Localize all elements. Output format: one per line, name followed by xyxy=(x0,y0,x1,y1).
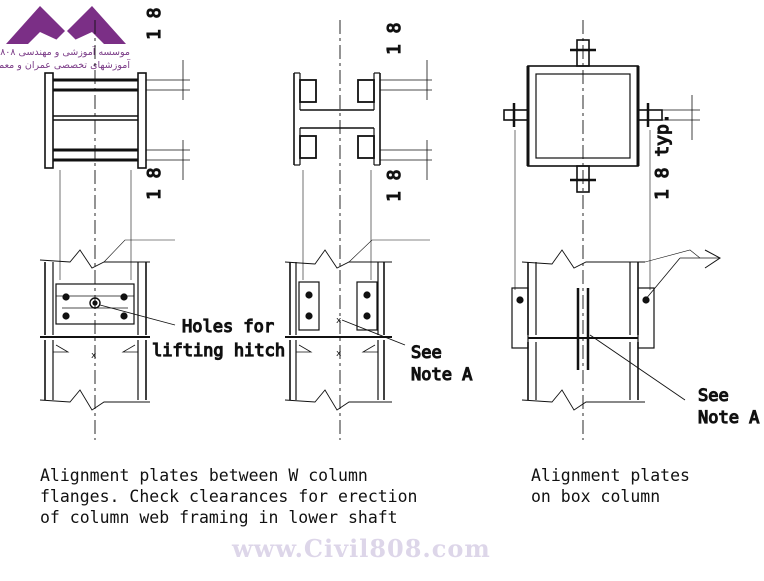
svg-text:x: x xyxy=(91,351,97,361)
right-plan-box-column xyxy=(503,20,700,440)
label-note-mid-line2: Note A xyxy=(411,365,472,385)
caption-left-line3: of column web framing in lower shaft xyxy=(40,508,398,527)
dim-left-top: 1 8 xyxy=(144,7,165,40)
mid-elevation: x x xyxy=(284,239,430,411)
mid-plan-w-column xyxy=(293,20,432,440)
left-plan-w-column xyxy=(44,20,190,440)
svg-text:x: x xyxy=(336,316,342,326)
caption-right-line1: Alignment plates xyxy=(531,466,690,485)
caption-right-line2: on box column xyxy=(531,487,661,506)
watermark-url: www.Civil808.com xyxy=(232,534,491,563)
caption-left-line1: Alignment plates between W column xyxy=(40,466,368,485)
label-holes-line2: lifting hitch xyxy=(152,341,285,361)
label-note-right-line2: Note A xyxy=(698,408,759,428)
institute-logo: موسسه آموزشی و مهندسی ۸۰۸ آموزشهای تخصصی… xyxy=(0,2,130,74)
label-holes-line1: Holes for xyxy=(182,317,274,337)
dim-right-typ: 1 8 typ. xyxy=(652,113,673,200)
dim-left-bottom: 1 8 xyxy=(144,167,165,200)
caption-left-line2: flanges. Check clearances for erection xyxy=(40,487,418,506)
svg-text:x: x xyxy=(336,349,342,359)
label-note-mid-line1: See xyxy=(411,343,442,363)
logo-text-line1: موسسه آموزشی و مهندسی ۸۰۸ xyxy=(0,47,130,58)
dim-mid-bottom: 1 8 xyxy=(384,169,405,202)
right-elevation xyxy=(511,249,721,411)
label-note-right-line1: See xyxy=(698,386,729,406)
logo-text-line2: آموزشهای تخصصی عمران و معماری xyxy=(0,60,130,71)
logo-mark-icon xyxy=(6,6,126,44)
dim-mid-top: 1 8 xyxy=(384,22,405,55)
left-elevation: x xyxy=(39,239,176,411)
